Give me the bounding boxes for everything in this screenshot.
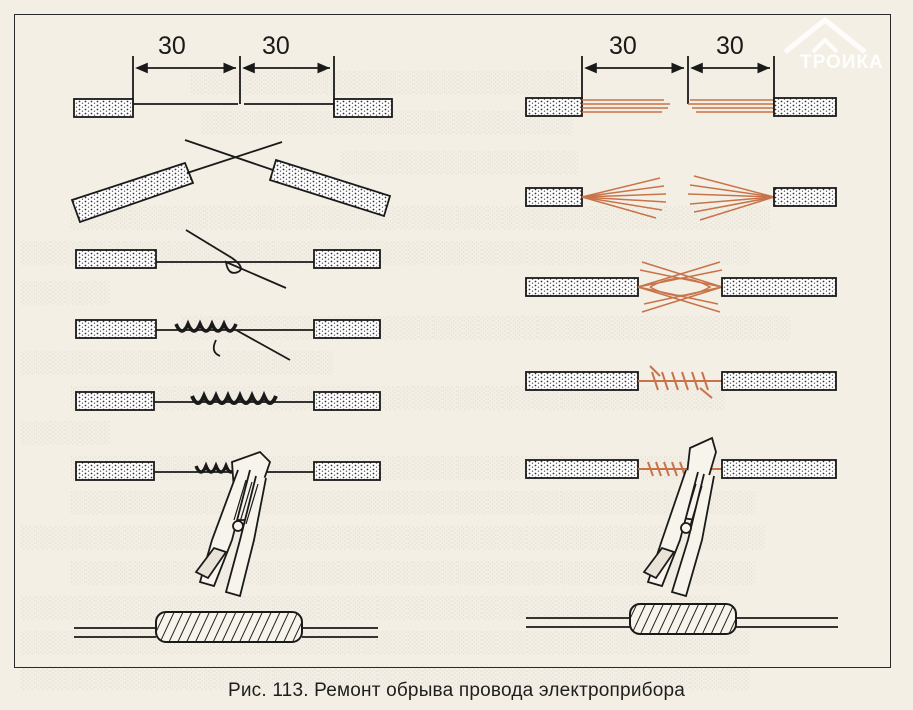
right-step-6-taped xyxy=(526,603,838,635)
left-step-2-crossed xyxy=(70,139,392,224)
dimension-label-right-1: 30 xyxy=(609,32,637,60)
right-step-4-twisted xyxy=(525,365,837,399)
right-step-5-pliers xyxy=(525,459,837,479)
right-step-3-interleaved xyxy=(525,261,837,313)
right-step-2-fanned xyxy=(525,175,837,221)
left-step-5-full-twist xyxy=(75,390,381,411)
watermark-text: ТРОИКА xyxy=(800,52,884,73)
left-step-4-partial-twist xyxy=(75,319,381,361)
right-step-1-stripped xyxy=(525,97,837,117)
right-column xyxy=(525,56,838,635)
dimension-label-left-1: 30 xyxy=(158,32,186,60)
left-column xyxy=(70,56,393,643)
right-dimensions xyxy=(581,56,775,110)
right-pliers-icon xyxy=(642,436,717,598)
left-step-1-stripped xyxy=(73,98,393,118)
left-step-7-taped xyxy=(74,611,378,643)
watermark-logo xyxy=(783,16,867,54)
figure-caption: Рис. 113. Ремонт обрыва провода электроп… xyxy=(227,680,686,701)
left-step-6-pliers xyxy=(75,461,381,481)
left-pliers-icon xyxy=(194,450,272,598)
dimension-label-left-2: 30 xyxy=(262,32,290,60)
dimension-label-right-2: 30 xyxy=(716,32,744,60)
left-step-3-hook xyxy=(75,229,381,289)
figure-frame xyxy=(14,14,891,668)
left-dimensions xyxy=(132,56,335,110)
